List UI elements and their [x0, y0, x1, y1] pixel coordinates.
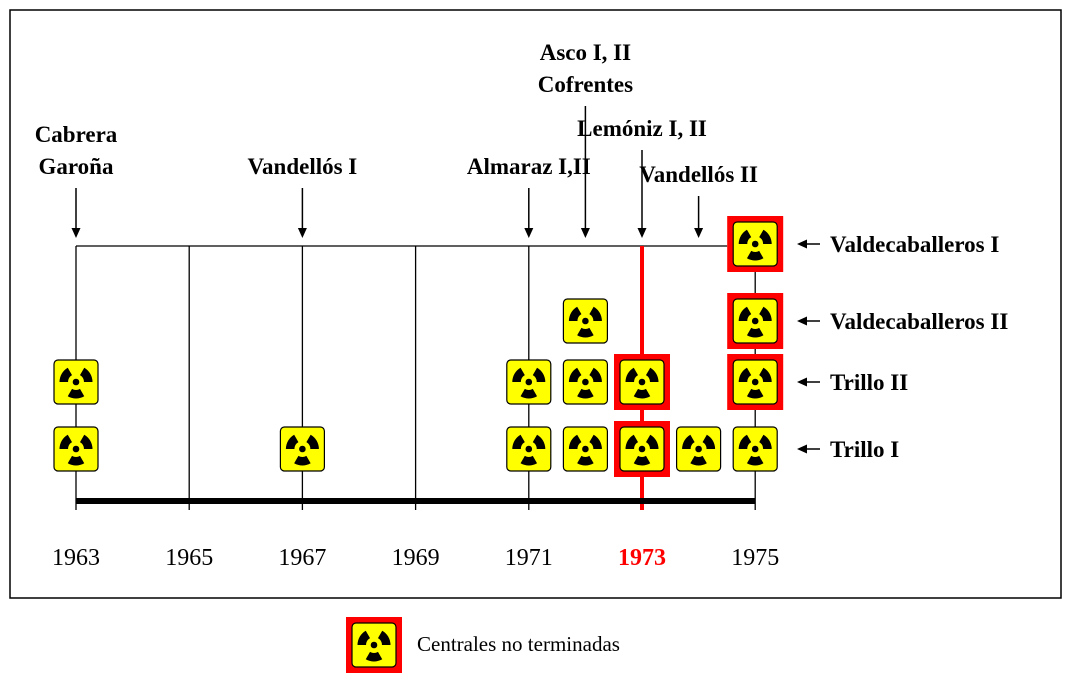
year-label: 1967	[278, 545, 326, 571]
legend-label: Centrales no terminadas	[417, 632, 620, 656]
plant-group-label: Vandellós I	[248, 154, 358, 179]
year-label: 1969	[392, 545, 440, 571]
year-label: 1963	[52, 545, 100, 571]
plant-icon	[562, 298, 609, 344]
year-axis: 1963 1965 1967 1969 1971 1973 1975	[52, 545, 779, 571]
plant-icon	[506, 359, 552, 405]
plant-icon	[53, 426, 99, 472]
legend: Centrales no terminadas	[346, 617, 620, 673]
unfinished-plant-icon	[614, 421, 670, 477]
legend-icon	[346, 617, 402, 673]
plant-group-label: Lemóniz I, II	[577, 116, 707, 141]
unfinished-plant-icon	[727, 216, 784, 272]
plant-group-label: Asco I, II	[540, 40, 631, 65]
highlight-year-label: 1973	[618, 545, 666, 571]
unit-label: Valdecaballeros I	[830, 232, 999, 257]
plant-icon	[562, 359, 609, 405]
plant-icon	[279, 426, 325, 472]
arrowhead-icon	[637, 228, 647, 238]
unit-label: Trillo I	[830, 437, 899, 462]
year-label: 1971	[505, 545, 553, 571]
plant-group-label: Vandellós II	[639, 162, 758, 187]
plant-icon	[53, 359, 99, 405]
unfinished-plant-icon	[614, 354, 670, 410]
plant-group-label: Cabrera	[35, 122, 118, 147]
unfinished-plant-icon	[727, 354, 784, 410]
plant-icon	[562, 426, 609, 472]
unfinished-plant-icon	[727, 293, 784, 349]
arrowhead-icon	[71, 228, 81, 238]
arrowhead-icon	[694, 228, 704, 238]
plant-icon	[675, 426, 722, 472]
unit-label: Valdecaballeros II	[830, 309, 1008, 334]
arrowhead-icon	[580, 228, 590, 238]
arrowhead-icon	[297, 228, 307, 238]
diagram-frame	[9, 9, 1062, 599]
plant-icon	[732, 426, 778, 472]
arrowhead-icon	[797, 377, 807, 387]
year-label: 1975	[731, 545, 779, 571]
year-label: 1965	[165, 545, 213, 571]
arrowhead-icon	[797, 316, 807, 326]
arrowhead-icon	[524, 228, 534, 238]
legend-unfinished-icon	[346, 617, 402, 673]
plant-group-label: Cofrentes	[538, 72, 633, 97]
unit-label: Trillo II	[830, 370, 908, 395]
arrowhead-icon	[797, 239, 807, 249]
plant-icons	[53, 216, 784, 477]
plant-group-label: Almaraz I,II	[467, 154, 591, 179]
plant-icon	[506, 426, 552, 472]
plant-group-label: Garoña	[39, 154, 114, 179]
arrowhead-icon	[797, 444, 807, 454]
